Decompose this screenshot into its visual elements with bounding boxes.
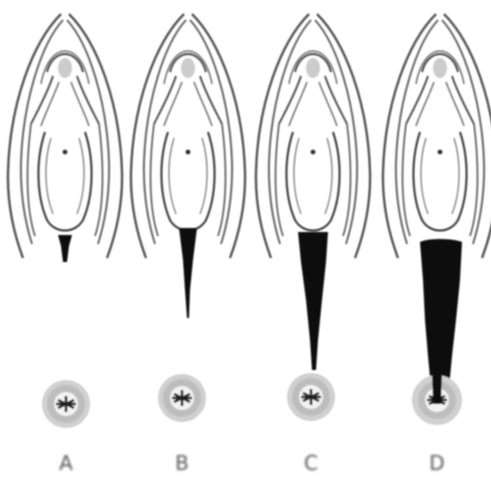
tear-a bbox=[58, 235, 72, 262]
panel-d bbox=[383, 14, 491, 425]
panel-a bbox=[8, 14, 122, 428]
panel-label-c: C bbox=[304, 451, 318, 475]
panel-label-d: D bbox=[429, 451, 444, 475]
panel-label-a: A bbox=[59, 451, 73, 475]
panel-label-b: B bbox=[175, 451, 189, 475]
tear-c bbox=[298, 232, 328, 370]
tear-b bbox=[179, 228, 197, 318]
panel-c bbox=[256, 14, 370, 421]
panel-b bbox=[131, 14, 245, 422]
